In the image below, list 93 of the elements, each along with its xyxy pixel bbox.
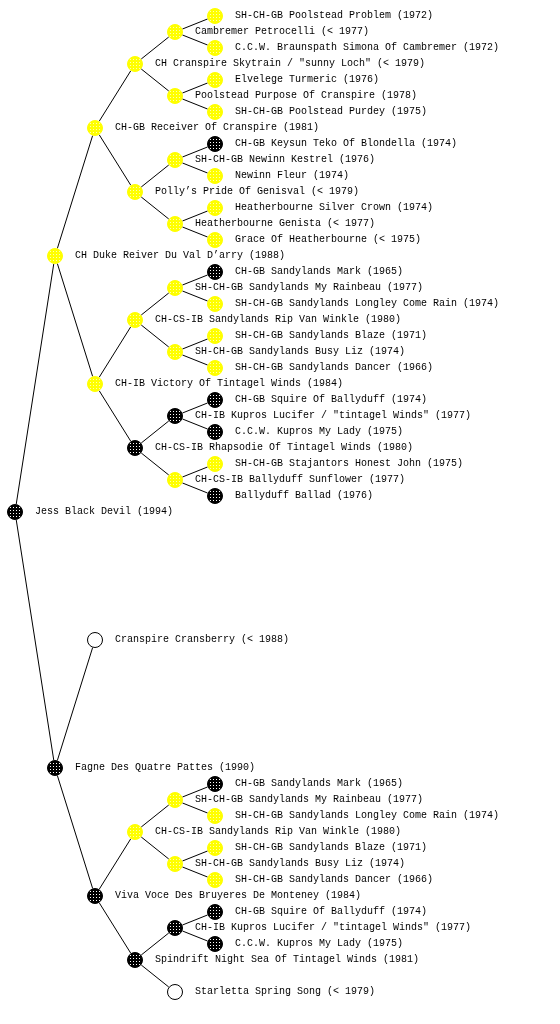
connector-line — [181, 866, 209, 878]
name-label: Cranspire Cransberry (< 1988) — [115, 634, 290, 646]
connector-line — [181, 482, 209, 494]
name-label: Grace Of Heatherbourne (< 1975) — [235, 234, 422, 246]
name-label: C.C.W. Braunspath Simona Of Cambremer (1972) — [235, 42, 500, 54]
connector-line — [181, 146, 209, 158]
connector-line — [98, 70, 132, 122]
connector-line — [56, 775, 94, 889]
connector-line — [181, 354, 209, 366]
connector-line — [140, 964, 170, 988]
connector-line — [15, 519, 55, 761]
name-label: CH-GB Keysun Teko Of Blondella (1974) — [235, 138, 458, 150]
connector-line — [181, 802, 209, 814]
name-label: SH-CH-GB Sandylands My Rainbeau (1977) — [195, 794, 424, 806]
connector-line — [181, 34, 209, 46]
name-label: SH-CH-GB Sandylands Dancer (1966) — [235, 874, 434, 886]
name-label: Viva Voce Des Bruyeres De Monteney (1984) — [115, 890, 362, 902]
connector-line — [98, 390, 132, 442]
connector-line — [181, 850, 209, 862]
name-label: CH-GB Squire Of Ballyduff (1974) — [235, 394, 428, 406]
connector-line — [140, 804, 170, 828]
connector-line — [15, 263, 55, 505]
name-label: C.C.W. Kupros My Lady (1975) — [235, 938, 404, 950]
name-label: Jess Black Devil (1994) — [35, 506, 174, 518]
name-label: Cambremer Petrocelli (< 1977) — [195, 26, 370, 38]
name-label: CH-GB Squire Of Ballyduff (1974) — [235, 906, 428, 918]
name-label: CH-CS-IB Ballyduff Sunflower (1977) — [195, 474, 406, 486]
name-label: SH-CH-GB Sandylands Longley Come Rain (1974) — [235, 298, 500, 310]
connector-line — [181, 786, 209, 798]
connector-line — [140, 164, 170, 188]
connector-line — [181, 226, 209, 238]
name-label: SH-CH-GB Sandylands Busy Liz (1974) — [195, 858, 406, 870]
connector-line — [181, 402, 209, 414]
connector-line — [181, 338, 209, 350]
name-label: Elvelege Turmeric (1976) — [235, 74, 380, 86]
connector-line — [140, 452, 170, 476]
name-label: CH-IB Kupros Lucifer / "tintagel Winds" (1977) — [195, 410, 472, 422]
name-label: CH-IB Kupros Lucifer / "tintagel Winds" (1977) — [195, 922, 472, 934]
connector-line — [140, 420, 170, 444]
name-label: Heatherbourne Silver Crown (1974) — [235, 202, 434, 214]
name-label: Spindrift Night Sea Of Tintagel Winds (1981) — [155, 954, 420, 966]
name-label: Ballyduff Ballad (1976) — [235, 490, 374, 502]
connector-line — [140, 196, 170, 220]
name-label: SH-CH-GB Poolstead Purdey (1975) — [235, 106, 428, 118]
name-label: CH Cranspire Skytrain / "sunny Loch" (< 1979) — [155, 58, 426, 70]
connector-line — [98, 134, 132, 186]
connector-line — [181, 914, 209, 926]
name-label: SH-CH-GB Sandylands Busy Liz (1974) — [195, 346, 406, 358]
connector-line — [140, 36, 170, 60]
name-label: Poolstead Purpose Of Cranspire (1978) — [195, 90, 418, 102]
connector-line — [181, 466, 209, 478]
name-label: Starletta Spring Song (< 1979) — [195, 986, 376, 998]
name-label: CH Duke Reiver Du Val D’arry (1988) — [75, 250, 286, 262]
name-label: Newinn Fleur (1974) — [235, 170, 350, 182]
connector-line — [98, 902, 132, 954]
connector-line — [140, 68, 170, 92]
connector-line — [140, 292, 170, 316]
name-label: CH-IB Victory Of Tintagel Winds (1984) — [115, 378, 344, 390]
connector-line — [181, 418, 209, 430]
connector-line — [56, 263, 94, 377]
connector-line — [181, 290, 209, 302]
connector-line — [181, 98, 209, 110]
connector-line — [98, 326, 132, 378]
name-label: SH-CH-GB Newinn Kestrel (1976) — [195, 154, 376, 166]
name-label: Heatherbourne Genista (< 1977) — [195, 218, 376, 230]
name-label: SH-CH-GB Poolstead Problem (1972) — [235, 10, 434, 22]
name-label: CH-GB Sandylands Mark (1965) — [235, 266, 404, 278]
connector-line — [181, 274, 209, 286]
name-label: SH-CH-GB Sandylands Blaze (1971) — [235, 842, 428, 854]
connector-line — [140, 324, 170, 348]
connector-line — [181, 18, 209, 30]
connector-line — [140, 836, 170, 860]
connector-line — [181, 930, 209, 942]
name-label: Polly’s Pride Of Genisval (< 1979) — [155, 186, 360, 198]
connector-line — [98, 838, 132, 890]
name-label: SH-CH-GB Stajantors Honest John (1975) — [235, 458, 464, 470]
name-label: Fagne Des Quatre Pattes (1990) — [75, 762, 256, 774]
name-label: CH-CS-IB Rhapsodie Of Tintagel Winds (1980) — [155, 442, 414, 454]
name-label: C.C.W. Kupros My Lady (1975) — [235, 426, 404, 438]
name-label: CH-CS-IB Sandylands Rip Van Winkle (1980) — [155, 826, 402, 838]
connector-line — [140, 932, 170, 956]
name-label: SH-CH-GB Sandylands My Rainbeau (1977) — [195, 282, 424, 294]
name-label: CH-GB Receiver Of Cranspire (1981) — [115, 122, 320, 134]
connector-line — [56, 647, 94, 761]
connector-line — [181, 82, 209, 94]
name-label: CH-GB Sandylands Mark (1965) — [235, 778, 404, 790]
name-label: SH-CH-GB Sandylands Blaze (1971) — [235, 330, 428, 342]
connector-line — [181, 162, 209, 174]
name-label: CH-CS-IB Sandylands Rip Van Winkle (1980) — [155, 314, 402, 326]
name-label: SH-CH-GB Sandylands Longley Come Rain (1974) — [235, 810, 500, 822]
name-label: SH-CH-GB Sandylands Dancer (1966) — [235, 362, 434, 374]
connector-line — [56, 135, 94, 249]
connector-line — [181, 210, 209, 222]
